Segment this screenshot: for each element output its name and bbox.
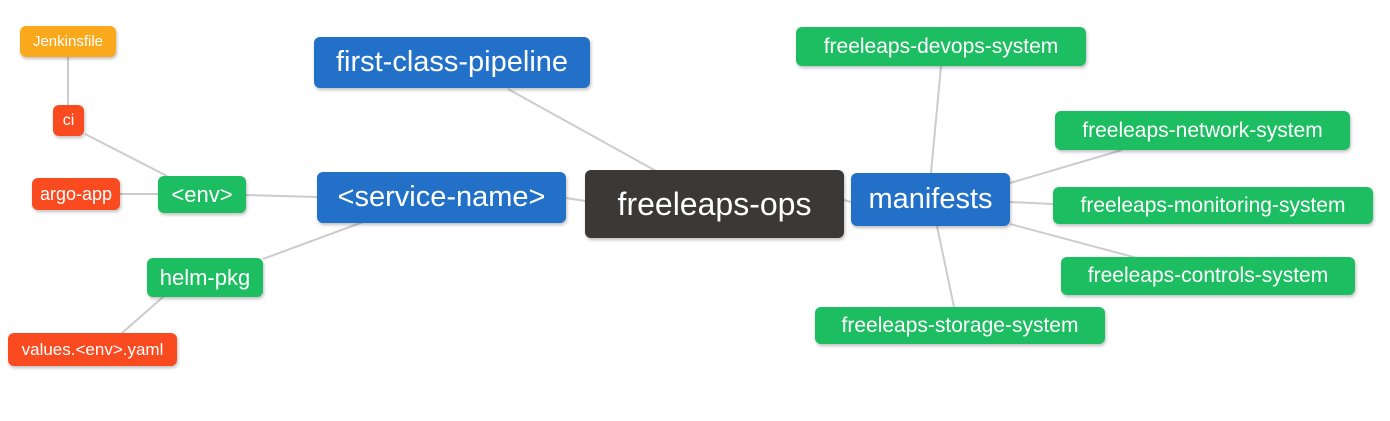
- node-ci[interactable]: ci: [53, 105, 84, 136]
- edge-servicename-ops: [565, 197, 586, 202]
- edge-helmpkg-valuesyaml: [121, 296, 164, 334]
- edge-manifests-devops: [930, 65, 942, 174]
- node-values-env-yaml[interactable]: values.<env>.yaml: [8, 333, 177, 366]
- edge-ops-manifests: [843, 199, 852, 203]
- edge-manifests-controls: [1009, 223, 1138, 259]
- node-helm-pkg[interactable]: helm-pkg: [147, 258, 263, 297]
- node-freeleaps-network-system[interactable]: freeleaps-network-system: [1055, 111, 1350, 150]
- edge-env-servicename: [245, 194, 318, 198]
- edge-manifests-network: [1009, 149, 1123, 184]
- node-freeleaps-monitoring-system[interactable]: freeleaps-monitoring-system: [1053, 187, 1373, 224]
- node-env[interactable]: <env>: [158, 176, 246, 213]
- node-argo-app[interactable]: argo-app: [32, 178, 120, 210]
- node-freeleaps-storage-system[interactable]: freeleaps-storage-system: [815, 307, 1105, 344]
- edge-ci-env: [84, 133, 168, 177]
- edge-manifests-monitoring: [1009, 201, 1054, 205]
- node-freeleaps-controls-system[interactable]: freeleaps-controls-system: [1061, 257, 1355, 295]
- node-freeleaps-ops[interactable]: freeleaps-ops: [585, 170, 844, 238]
- node-freeleaps-devops-system[interactable]: freeleaps-devops-system: [796, 27, 1086, 66]
- node-service-name[interactable]: <service-name>: [317, 172, 566, 223]
- node-first-class-pipeline[interactable]: first-class-pipeline: [314, 37, 590, 88]
- node-jenkinsfile[interactable]: Jenkinsfile: [20, 26, 116, 57]
- edge-pipeline-ops: [507, 88, 657, 172]
- edge-servicename-helmpkg: [262, 221, 364, 260]
- node-manifests[interactable]: manifests: [851, 173, 1010, 226]
- edge-manifests-storage: [936, 225, 955, 308]
